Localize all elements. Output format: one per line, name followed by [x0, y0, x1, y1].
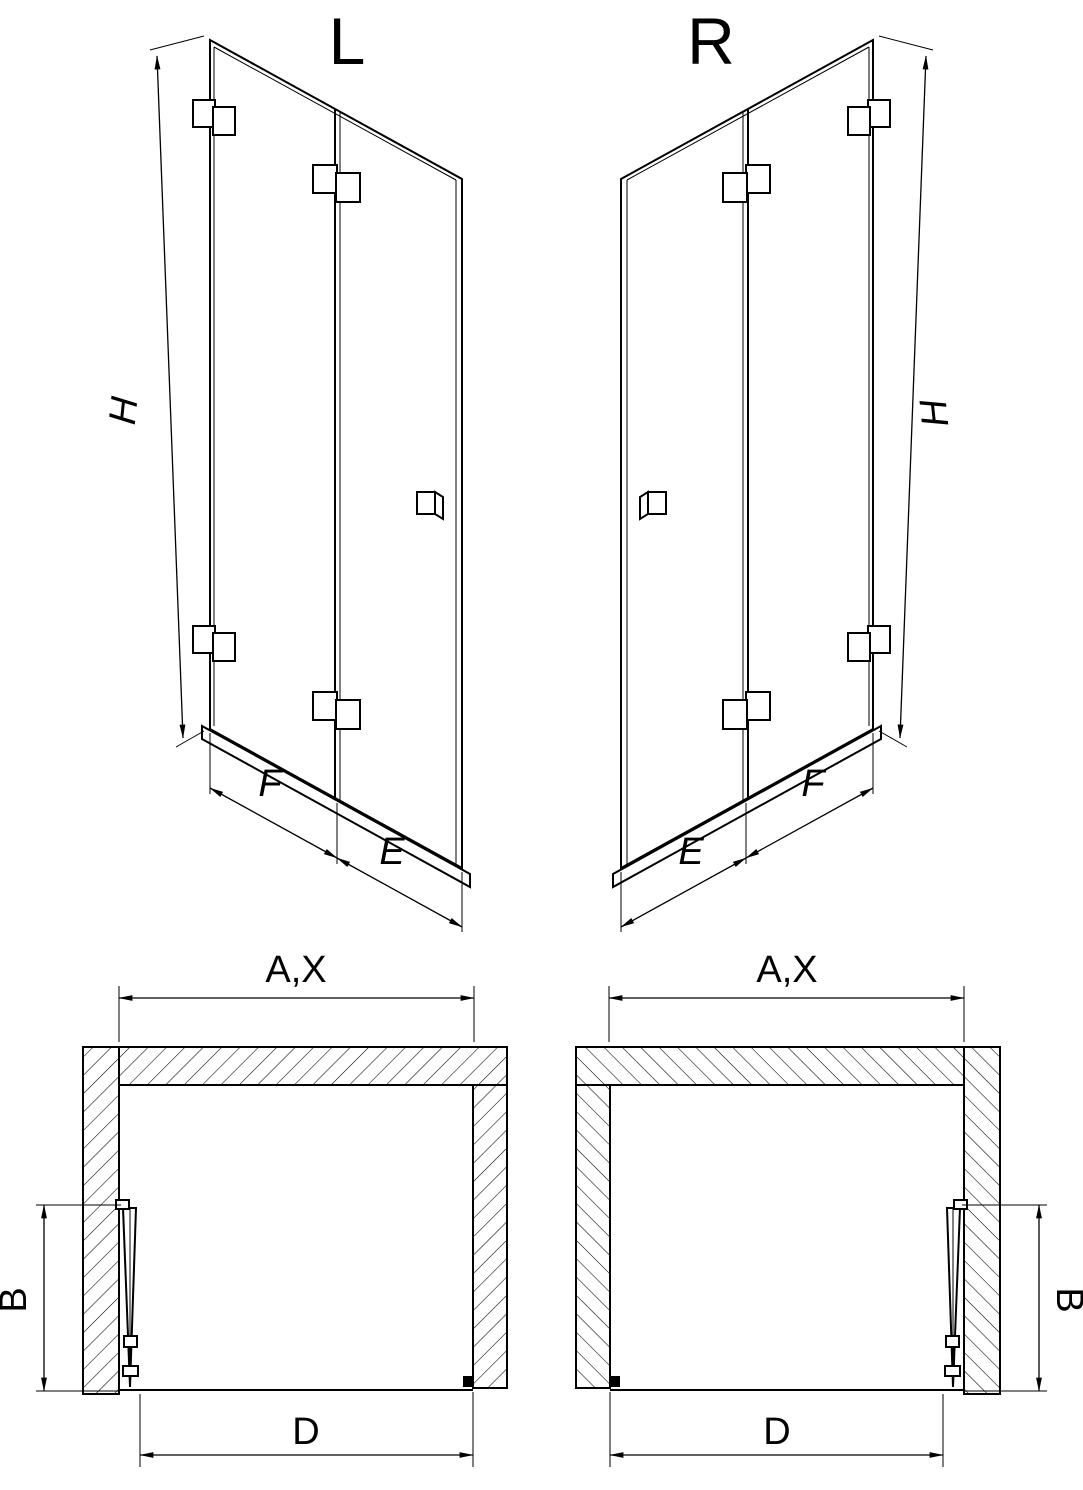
- label-overall-width-right: A,X: [756, 949, 817, 991]
- fold-hinge-top-icon: [312, 164, 338, 194]
- fold-hinge-bottom-icon: [335, 699, 361, 730]
- wall-hinge-bottom-icon: [212, 632, 236, 662]
- dimension-line-height: [154, 55, 186, 739]
- foot-plan-icon: [122, 1365, 139, 1377]
- elevation-left: [149, 35, 471, 932]
- wall-top: [118, 1046, 508, 1086]
- label-overall-width-left: A,X: [265, 949, 326, 991]
- extension-line: [149, 35, 205, 51]
- variant-title-left: L: [329, 4, 366, 78]
- label-folding-panel-right: F: [801, 763, 826, 805]
- wall-right: [472, 1084, 508, 1389]
- label-height-right: H: [913, 397, 958, 429]
- wall-hinge-top-icon: [212, 106, 236, 136]
- dimension-line-folding-panel: [209, 787, 338, 859]
- bracket-plan-icon: [123, 1335, 138, 1348]
- label-edge-panel-right: E: [678, 831, 704, 873]
- elevation-right: [613, 36, 933, 932]
- label-opening-width-right: D: [763, 1411, 790, 1453]
- dimension-line-edge-panel: [336, 857, 463, 928]
- label-folding-panel-left: F: [258, 763, 283, 805]
- door-stop: [463, 1376, 474, 1387]
- variant-title-right: R: [687, 4, 735, 78]
- label-fold-depth-left: B: [0, 1287, 35, 1312]
- wall-hinge-bottom-icon: [192, 625, 216, 654]
- handle-knob-icon: [416, 491, 436, 515]
- fold-hinge-top-icon: [335, 172, 361, 203]
- handle-knob-icon: [434, 490, 444, 521]
- fold-hinge-bottom-icon: [312, 691, 338, 721]
- plan-left: [36, 986, 508, 1467]
- extension-line: [175, 730, 205, 748]
- wall-hinge-top-icon: [192, 99, 216, 128]
- plan-right: [576, 986, 1047, 1467]
- label-edge-panel-left: E: [379, 831, 405, 873]
- label-height-left: H: [102, 394, 147, 426]
- label-fold-depth-right: B: [1048, 1287, 1083, 1312]
- label-opening-width-left: D: [292, 1411, 319, 1453]
- wall-left: [82, 1046, 120, 1395]
